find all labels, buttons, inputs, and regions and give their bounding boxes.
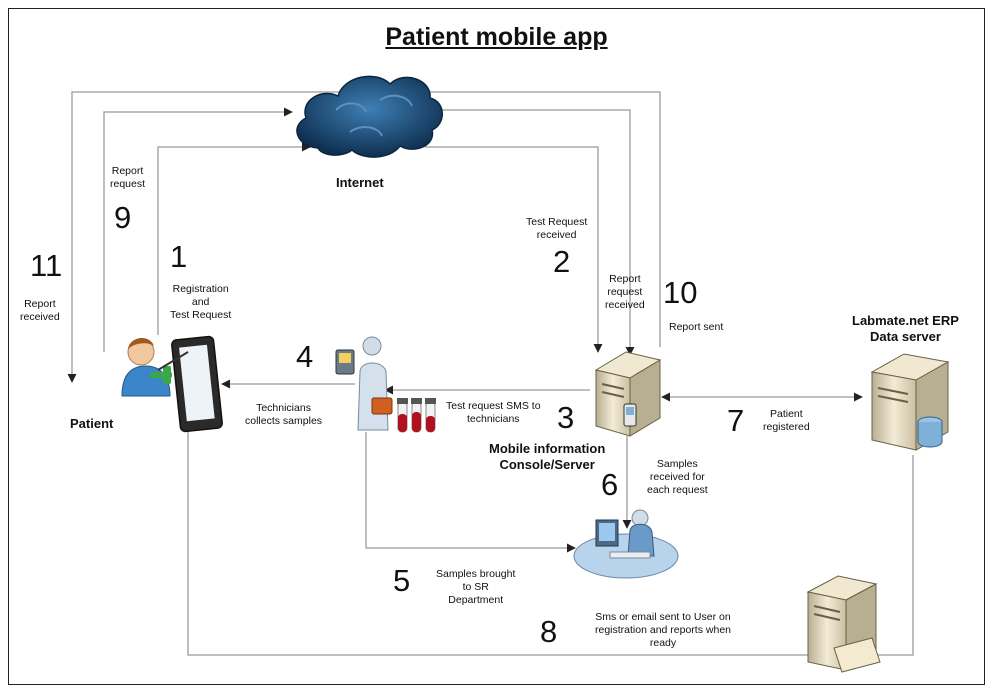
step-10-number: 10 <box>663 275 698 310</box>
mobile-server-label: Mobile information Console/Server <box>489 441 606 473</box>
step-2-number: 2 <box>553 244 571 279</box>
step-11-text: Report received <box>20 298 60 324</box>
technician-icon <box>335 336 393 431</box>
flow-test-request <box>425 146 603 353</box>
step-5-number: 5 <box>393 563 411 598</box>
flow-registration <box>157 142 311 335</box>
step-10-report-sent-text: Report sent <box>669 321 724 333</box>
step-1-text: Registration and Test Request <box>170 283 232 322</box>
mobile-server-icon <box>594 351 662 437</box>
step-9-number: 9 <box>114 200 132 235</box>
step-8-number: 8 <box>540 614 558 649</box>
patient-label: Patient <box>70 416 114 431</box>
notification-server-icon <box>806 575 881 673</box>
step-5-text: Samples brought to SR Department <box>436 568 516 607</box>
sr-department-workstation-icon <box>573 509 679 579</box>
step-9-text: Report request <box>110 165 146 191</box>
erp-server-label: Labmate.net ERP Data server <box>852 313 959 345</box>
flow-report-request <box>103 107 293 352</box>
step-3-text: Test request SMS to technicians <box>446 400 541 426</box>
flow-report-request-received <box>430 109 635 356</box>
erp-server-icon <box>870 353 950 451</box>
step-4-text: Technicians collects samples <box>245 402 323 428</box>
flow-sms-email <box>183 419 914 656</box>
step-10-text: Report request received <box>605 273 645 312</box>
page-title: Patient mobile app <box>385 23 608 51</box>
step-7-text: Patient registered <box>763 408 810 434</box>
step-3-number: 3 <box>557 400 575 435</box>
step-7-number: 7 <box>727 403 745 438</box>
step-8-text: Sms or email sent to User on registratio… <box>595 611 731 650</box>
step-6-text: Samples received for each request <box>647 458 708 497</box>
patient-tablet-icon <box>121 335 223 433</box>
internet-label: Internet <box>336 175 384 190</box>
flow-samples-sr <box>365 432 576 553</box>
step-6-number: 6 <box>601 467 619 502</box>
step-2-text: Test Request received <box>526 216 588 242</box>
diagram-frame <box>8 8 985 685</box>
step-1-number: 1 <box>170 239 188 274</box>
internet-cloud-icon <box>296 75 443 158</box>
step-11-number: 11 <box>30 248 63 283</box>
step-4-number: 4 <box>296 339 314 374</box>
blood-sample-tubes-icon <box>397 398 436 433</box>
